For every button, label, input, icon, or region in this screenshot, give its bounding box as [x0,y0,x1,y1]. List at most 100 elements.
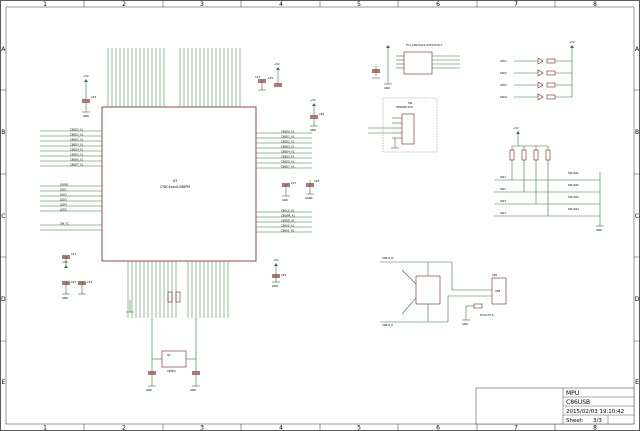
fc-connector: FC1_00021021-000101T1LF GND [372,43,460,90]
net-label: LED2 [60,193,67,197]
col-label: 1 [43,1,47,8]
net-label: C86D1_SL [70,133,84,137]
gnd-label: GND [310,128,316,132]
col-label: 6 [436,1,440,8]
column-labels-bottom: 1 2 3 4 5 6 7 8 [43,425,597,431]
net-label: C86D2_A1 [281,140,295,144]
vcc-icon [276,67,280,70]
cap-ref: C24 [255,75,260,79]
col-label: 3 [200,425,204,431]
gnd-label: GND [146,388,152,392]
net-label: C86D3_A1 [281,145,295,149]
vcc-label: +5V [513,126,519,130]
row-label: A [1,46,6,53]
title-block: MPU C86USB 2015/02/03 19:10:42 Sheet: 3/… [475,387,635,425]
gnd-label: GND [62,296,68,300]
vcc-icon [312,103,316,106]
vcc-icon [570,45,574,48]
vcc-label: +5V [273,258,279,262]
row-label: B [1,129,5,136]
cap-c29: C29 +5V GND [272,258,286,288]
net-label: C86D4_A1 [281,150,295,154]
crystal-ref: Q1 [167,353,171,357]
col-label: 8 [593,1,597,8]
cap-c23: C23 [78,280,92,295]
led-array: LED1 LED2 LED3 LED4 +5V [500,40,575,101]
row-labels-right: A B C D E [635,46,640,386]
net-label: C86D5_SL [70,153,84,157]
mcu-part: CY8C4xxxX-068PM [160,185,190,189]
cap-c28: C28 AGND [305,179,319,200]
cap-ref: C29 [281,273,286,277]
led-icon [537,69,544,77]
title-project: C86USB [566,399,590,406]
net-label: C86D6_A1 [281,160,295,164]
vcc-label: +5V [274,62,280,66]
led-icon [537,93,544,101]
bottom-resistors [126,291,181,313]
cap-c25: C25 +5V [268,62,282,87]
column-labels-top: 1 2 3 4 5 6 7 8 [43,1,597,8]
cap-c22: C22 GND [62,280,76,300]
usb-label: USB [495,289,501,293]
gnd-label: GND [190,388,196,392]
col-label: 7 [514,1,518,8]
column-ruler [83,0,556,431]
vcc-icon [64,265,68,268]
col-label: 5 [357,1,361,8]
gnd-label: GND [384,86,390,90]
vcc-label: +5V [310,98,316,102]
switch-label: SW3 [500,199,506,203]
net-label: C86A1_A1 [281,229,295,233]
cap-ref: C25 [268,76,273,80]
crystal-q1: Q1 24MHz GND GND [146,318,200,392]
net-label: SW_FC [60,222,69,226]
title-heading: MPU [566,390,579,397]
switch-part: SW1043 [568,195,579,199]
cap-ref: C21 [71,252,76,256]
cap-ref: C20 [91,95,96,99]
vcc-icon [274,263,278,266]
led-label: LED2 [500,71,507,75]
col-label: 2 [122,425,126,431]
row-label: A [635,46,640,53]
cap-c26: C26 +5V GND [310,98,324,132]
led-label: LED4 [500,95,507,99]
cap-c20: C20 +5V GND [82,74,96,118]
col-label: 5 [357,425,361,431]
usb-part: PH-0175-S [480,313,494,317]
cap-ref: C27 [291,181,296,185]
switch-label: SW2 [500,187,506,191]
row-label: C [1,213,5,220]
mcu-u3: U3 CY8C4xxxX-068PM [40,48,312,318]
mcu-top-pins [107,48,241,107]
switch-label: SW4 [500,211,506,215]
switch-part: SW1044 [568,207,579,211]
cap-c21: C21 +5V [62,252,76,268]
mcu-ref: U3 [173,179,177,183]
crystal-value: 24MHz [167,369,176,373]
net-label: LED4 [60,203,67,207]
net-label: C86A0_A1 [281,224,295,228]
cap-ref: C23 [87,280,92,284]
row-label: E [635,379,639,386]
net-label: C86D7_A1 [281,165,295,169]
vcc-label: +5V [62,260,68,264]
row-label: B [635,129,639,136]
led-icon [537,57,544,65]
col-label: 7 [514,425,518,431]
vcc-icon [84,79,88,82]
row-label: D [1,296,6,303]
net-label: C86D1_A1 [281,135,295,139]
switch-part: SW1042 [568,183,579,187]
col-label: 2 [122,1,126,8]
net-label: C86D3_SL [70,143,84,147]
col-label: 4 [279,425,283,431]
net-label: C86D2_SL [70,138,84,142]
cap-ref: C28 [314,179,319,183]
title-sheet-label: Sheet: [566,418,584,424]
right-bus-labels: C86D0_A1 C86D1_A1 C86D2_A1 C86D3_A1 C86D… [281,130,296,233]
gnd-label: GND [462,322,468,326]
net-label: LED3 [60,198,67,202]
cap-c27: C27 GND [282,181,296,202]
